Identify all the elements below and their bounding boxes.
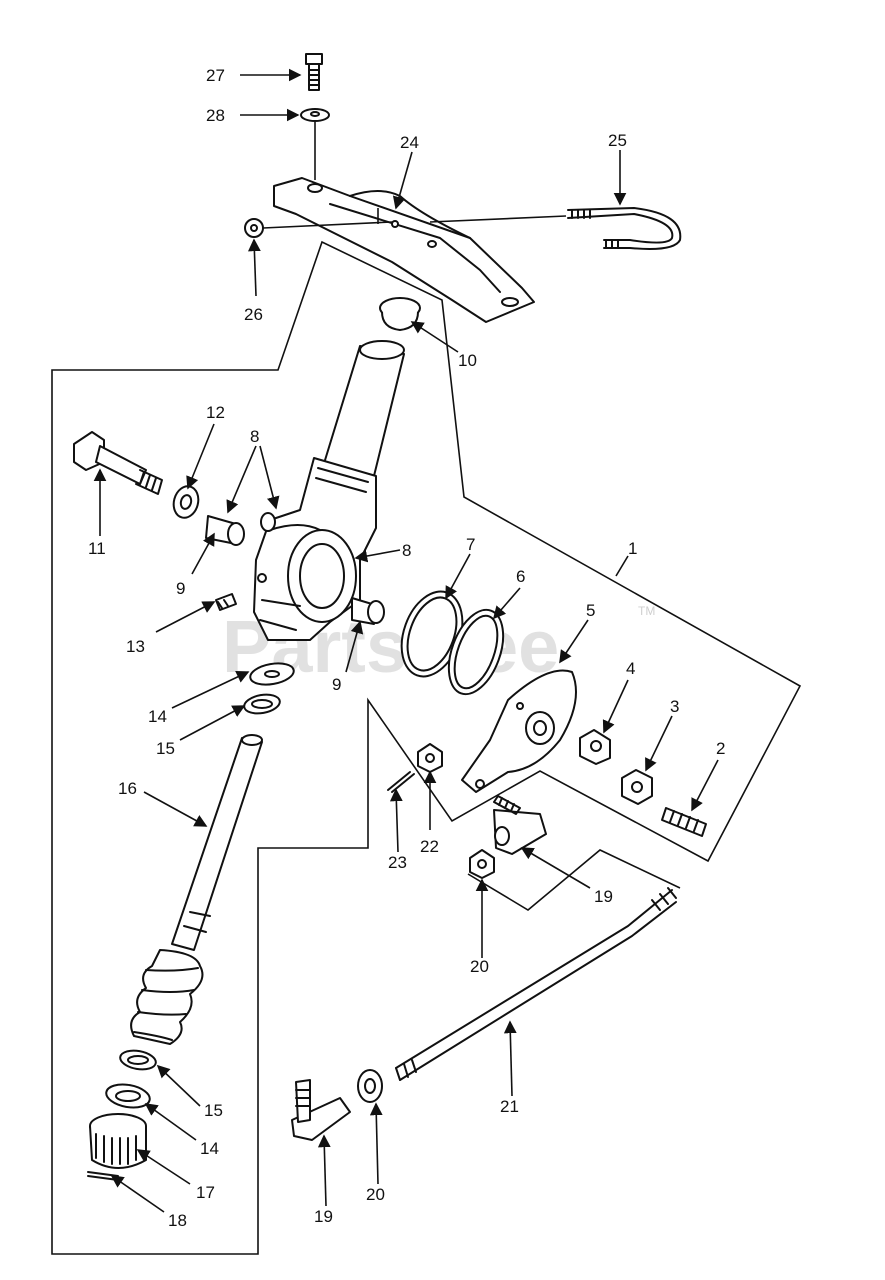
part-22-castle-nut	[417, 743, 443, 773]
part-4-nut	[579, 729, 611, 765]
part-14-washer-lower	[105, 1083, 151, 1109]
label-20-upper: 20	[470, 957, 489, 976]
label-9-right: 9	[332, 675, 341, 694]
part-13-grease-fitting	[215, 593, 237, 611]
part-20-nut-upper	[469, 849, 495, 879]
part-16-steering-shaft	[130, 734, 263, 1045]
label-2: 2	[716, 739, 725, 758]
label-8-top: 8	[250, 427, 259, 446]
part-18-cotter-pin	[87, 1171, 119, 1181]
part-25-u-bolt	[567, 207, 682, 250]
part-21-drag-link	[395, 887, 677, 1081]
label-15-lower: 15	[204, 1101, 223, 1120]
part-14-washer-upper	[249, 662, 295, 686]
label-6: 6	[516, 567, 525, 586]
part-9-bearing-left	[205, 515, 245, 546]
label-18: 18	[168, 1211, 187, 1230]
assembly-outline	[51, 240, 802, 1255]
label-16: 16	[118, 779, 137, 798]
part-11-bolt	[73, 431, 163, 495]
label-15-upper: 15	[156, 739, 175, 758]
part-26-nut	[244, 218, 264, 238]
label-19-lower: 19	[314, 1207, 333, 1226]
part-8-steering-housing	[253, 340, 405, 641]
part-6-gasket	[447, 608, 505, 696]
label-27: 27	[206, 66, 225, 85]
label-1: 1	[628, 539, 637, 558]
label-11: 11	[88, 539, 106, 558]
part-12-washer	[172, 485, 200, 519]
part-24-mounting-plate	[273, 177, 535, 323]
bracket-19-20	[467, 849, 681, 911]
label-9-left: 9	[176, 579, 185, 598]
part-labels: 27 28 24 25 26 10 12 8 8 11 9 9 13 7 6 1…	[88, 66, 725, 1230]
part-5-cover-plate	[461, 669, 577, 793]
part-3-nut	[621, 769, 653, 805]
label-22: 22	[420, 837, 439, 856]
label-13: 13	[126, 637, 145, 656]
label-7: 7	[466, 535, 475, 554]
leader-25-to-24	[429, 215, 567, 223]
label-4: 4	[626, 659, 635, 678]
watermark-tm: TM	[638, 604, 655, 618]
part-9-bearing-right	[351, 597, 385, 625]
part-10-bushing	[379, 297, 421, 331]
label-21: 21	[500, 1097, 519, 1116]
label-14-lower: 14	[200, 1139, 219, 1158]
label-14-upper: 14	[148, 707, 167, 726]
label-23: 23	[388, 853, 407, 872]
part-27-bolt	[305, 53, 323, 91]
label-8-right: 8	[402, 541, 411, 560]
part-19-tie-rod-end-upper	[493, 795, 547, 855]
label-17: 17	[196, 1183, 215, 1202]
label-12: 12	[206, 403, 225, 422]
label-20-lower: 20	[366, 1185, 385, 1204]
label-5: 5	[586, 601, 595, 620]
part-19-tie-rod-end-lower	[291, 1079, 351, 1141]
label-24: 24	[400, 133, 419, 152]
part-20-nut-lower	[357, 1069, 383, 1103]
label-3: 3	[670, 697, 679, 716]
part-15-bearing-lower	[119, 1049, 157, 1071]
label-19-upper: 19	[594, 887, 613, 906]
part-28-washer	[300, 108, 330, 122]
part-17-adjusting-nut	[89, 1113, 147, 1169]
label-26: 26	[244, 305, 263, 324]
label-25: 25	[608, 131, 627, 150]
leader-26-to-24	[262, 221, 393, 229]
leader-lines	[93, 68, 719, 1213]
part-15-bearing-upper	[243, 693, 281, 715]
part-2-set-screw	[661, 807, 707, 837]
label-10: 10	[458, 351, 477, 370]
part-23-cotter-pin	[387, 771, 415, 793]
label-28: 28	[206, 106, 225, 125]
